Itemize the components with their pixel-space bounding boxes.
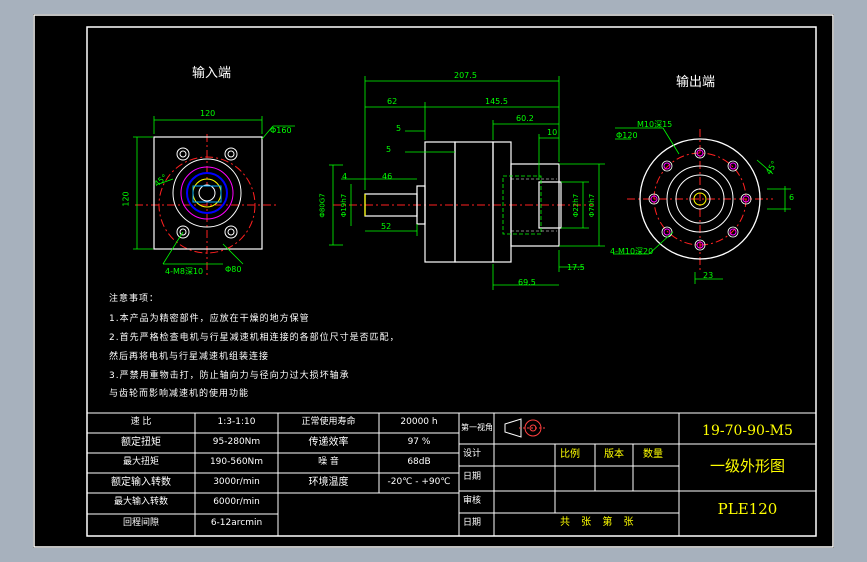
input-dim-120-width: 120 xyxy=(200,109,216,118)
spec-label-temp: 环境温度 xyxy=(308,477,349,488)
input-flange-square xyxy=(153,136,263,250)
title-header-scale: 比例 xyxy=(560,449,580,460)
title-role-date-2: 日期 xyxy=(463,518,482,528)
output-dim-pcd: Φ120 xyxy=(616,131,638,140)
output-end-view xyxy=(613,127,791,284)
outer-frame xyxy=(33,14,834,548)
input-dim-pilot: Φ80 xyxy=(225,265,242,274)
input-dim-120-height: 120 xyxy=(121,191,131,207)
note-line: 1.本产品为精密部件，应放在干燥的地方保管 xyxy=(109,314,310,324)
spec-value-backlash: 6-12arcmin xyxy=(210,518,263,528)
side-dim-10: 10 xyxy=(547,128,558,137)
title-role-review: 审核 xyxy=(463,496,482,506)
output-end-title: 输出端 xyxy=(676,75,716,90)
note-line: 然后再将电机与行星减速机组装连接 xyxy=(109,352,270,362)
spec-label-rated-speed: 额定输入转数 xyxy=(111,477,171,488)
spec-label-backlash: 回程间隙 xyxy=(122,518,159,528)
output-dim-6: 6 xyxy=(789,193,795,202)
title-role-date: 日期 xyxy=(463,472,482,482)
title-header-version: 版本 xyxy=(604,449,624,460)
input-end-title: 输入端 xyxy=(192,66,232,81)
output-dim-23: 23 xyxy=(703,271,714,280)
spec-label-noise: 噪 音 xyxy=(318,457,339,467)
spec-value-max-speed: 6000r/min xyxy=(213,497,260,507)
spec-value-rated-torque: 95-280Nm xyxy=(212,437,261,447)
title-block-grid xyxy=(458,412,817,537)
side-dim-overall: 207.5 xyxy=(454,71,477,80)
title-header-quantity: 数量 xyxy=(643,449,663,460)
note-line: 3.严禁用重物击打，防止轴向力与径向力过大损坏轴承 xyxy=(109,371,350,381)
input-dim-pcd: Φ160 xyxy=(270,126,292,135)
side-dim-69: 69.5 xyxy=(518,278,536,287)
side-dim-46: 46 xyxy=(382,172,393,181)
spec-label-ratio: 速 比 xyxy=(130,417,152,427)
spec-label-max-torque: 最大扭矩 xyxy=(122,457,159,467)
side-dim-dia19: Φ19h7 xyxy=(340,193,349,218)
projection-symbol-icon xyxy=(504,418,547,438)
note-line: 与齿轮而影响减速机的使用功能 xyxy=(109,389,250,399)
spec-value-life: 20000 h xyxy=(400,417,438,427)
notes-title: 注意事项： xyxy=(109,294,160,304)
side-dim-4: 4 xyxy=(342,172,348,181)
side-dim-52: 52 xyxy=(381,222,392,231)
spec-value-max-torque: 190-560Nm xyxy=(209,457,264,467)
title-drawing-name: 一级外形图 xyxy=(709,457,785,475)
spec-value-noise: 68dB xyxy=(407,457,431,467)
side-dim-145: 145.5 xyxy=(485,97,508,106)
spec-value-temp: -20℃ - +90℃ xyxy=(387,477,451,487)
title-product: PLE120 xyxy=(717,500,778,518)
spec-value-efficiency: 97 % xyxy=(407,437,431,447)
side-dim-62: 62 xyxy=(387,97,398,106)
spec-value-rated-speed: 3000r/min xyxy=(213,477,260,487)
input-end-view xyxy=(133,116,295,276)
side-dim-dia80: Φ80G7 xyxy=(318,193,327,218)
output-dim-thread: M10深15 xyxy=(637,120,673,129)
title-sheet: 共 张 第 张 xyxy=(560,517,638,528)
output-dim-holes: 4-M10深20 xyxy=(610,247,654,256)
title-model: 19-70-90-M5 xyxy=(702,423,793,439)
side-dim-dia70: Φ70h7 xyxy=(588,193,597,218)
side-dim-17: 17.5 xyxy=(567,263,585,272)
side-dim-5a: 5 xyxy=(396,124,402,133)
title-projection: 第一视角 xyxy=(461,423,493,432)
drawing-svg xyxy=(33,14,834,548)
side-dim-5b: 5 xyxy=(386,145,392,154)
title-role-design: 设计 xyxy=(463,449,482,459)
side-dim-dia22: Φ22h7 xyxy=(572,193,581,218)
side-dim-60: 60.2 xyxy=(516,114,534,123)
spec-label-efficiency: 传递效率 xyxy=(308,437,349,448)
spec-label-rated-torque: 额定扭矩 xyxy=(121,437,161,448)
drawing-canvas: 输入端 输出端 120 120 Φ160 45° 4-M8深10 Φ80 207… xyxy=(33,14,834,548)
note-line: 2.首先严格检查电机与行星减速机相连接的各部位尺寸是否匹配， xyxy=(109,333,400,343)
side-view xyxy=(329,76,605,290)
spec-value-ratio: 1:3-1:10 xyxy=(217,417,256,427)
spec-label-life: 正常使用寿命 xyxy=(301,417,356,427)
spec-table-grid xyxy=(86,412,460,537)
spec-label-max-speed: 最大输入转数 xyxy=(113,497,168,507)
input-dim-holes: 4-M8深10 xyxy=(165,267,204,276)
